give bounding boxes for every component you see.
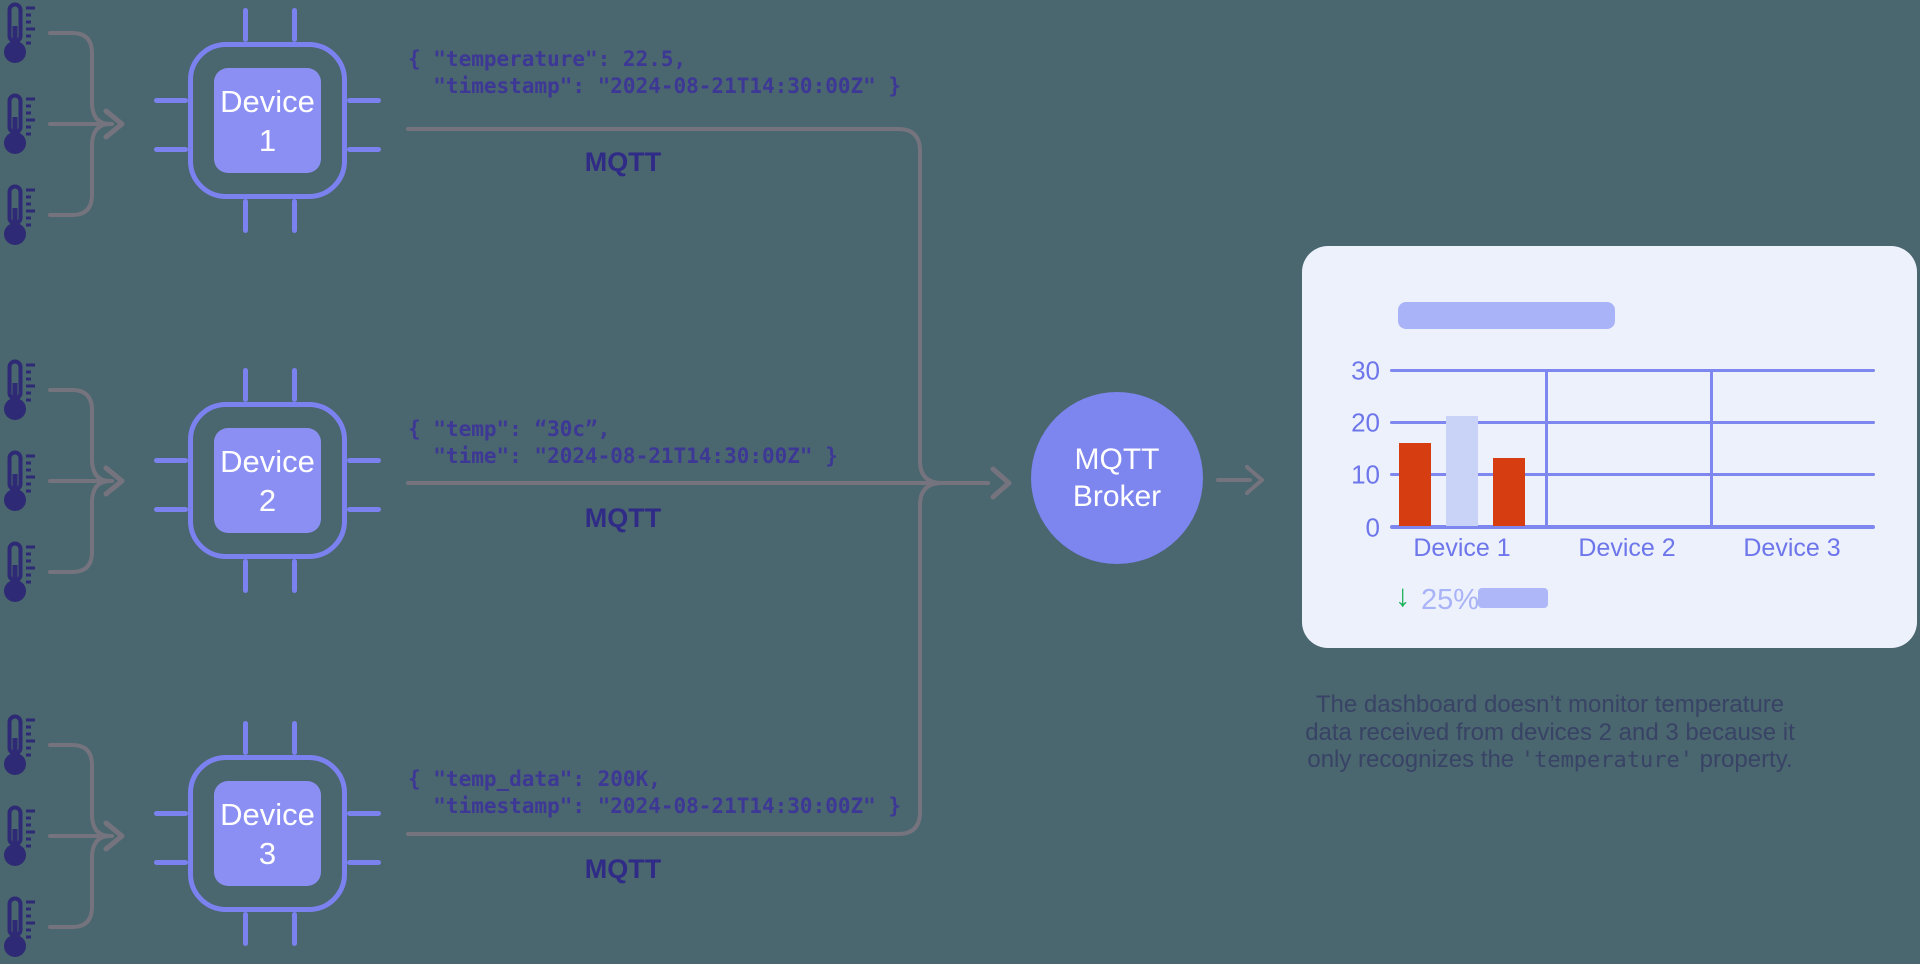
dashboard-title-placeholder <box>1398 302 1615 329</box>
chip-pin <box>347 860 381 865</box>
caption-line1: The dashboard doesn’t monitor temperatur… <box>1315 691 1785 718</box>
grid-divider <box>1710 370 1713 528</box>
sensor-merge-line <box>48 122 112 217</box>
y-tick-10: 10 <box>1351 459 1380 490</box>
chip-pin <box>154 507 188 512</box>
sensor-merge-line <box>48 31 112 126</box>
chip-pin <box>243 559 248 593</box>
device-1-body: Device 1 <box>214 68 321 173</box>
chip-pin <box>347 811 381 816</box>
gridline-20 <box>1390 421 1875 424</box>
x-label-device-3: Device 3 <box>1743 534 1841 562</box>
grid-divider <box>1545 370 1548 528</box>
chip-pin <box>292 559 297 593</box>
chip-pin <box>243 199 248 233</box>
caption-line2: data received from devices 2 and 3 becau… <box>1305 718 1795 746</box>
sensor-merge-line <box>48 743 112 838</box>
thermometer-icon <box>4 896 35 957</box>
chip-pin <box>243 721 248 755</box>
mqtt-label-device2: MQTT <box>584 503 662 533</box>
chip-pin <box>292 199 297 233</box>
chip-pin <box>292 721 297 755</box>
mqtt-broker-node: MQTT Broker <box>1031 392 1203 564</box>
chip-pin <box>292 8 297 42</box>
mqtt-label-device1: MQTT <box>584 147 662 177</box>
caption-line3-prefix: only recognizes the <box>1307 746 1521 773</box>
arrowhead-icon <box>103 820 125 852</box>
arrowhead-icon <box>103 465 125 497</box>
device-1-chip: Device 1 <box>154 8 381 233</box>
chip-pin <box>154 811 188 816</box>
mqtt-label-device3: MQTT <box>584 854 662 884</box>
arrowhead-icon <box>103 108 125 140</box>
chip-pin <box>154 860 188 865</box>
mqtt-broker-label: MQTT Broker <box>1072 443 1162 513</box>
x-label-device-1: Device 1 <box>1413 534 1511 562</box>
device-2-payload: { "temp": “30c”, "time": "2024-08-21T14:… <box>408 417 838 468</box>
caption-code-temperature: 'temperature' <box>1520 748 1694 773</box>
device-2-chip: Device 2 <box>154 368 381 593</box>
bar-device-1-1 <box>1399 442 1431 526</box>
legend-change-pct: 25% <box>1421 584 1480 616</box>
gridline-30 <box>1390 369 1875 372</box>
thermometer-icon <box>4 93 35 154</box>
chip-pin <box>347 98 381 103</box>
device-3-chip: Device 3 <box>154 721 381 946</box>
chip-pin <box>347 507 381 512</box>
caption-line3-suffix: property. <box>1693 746 1793 773</box>
thermometer-icon <box>4 359 35 420</box>
caption: The dashboard doesn’t monitor temperatur… <box>1290 691 1810 775</box>
chip-pin <box>154 458 188 463</box>
device-3-payload: { "temp_data": 200K, "timestamp": "2024-… <box>408 767 902 818</box>
thermometer-icon <box>4 541 35 602</box>
chip-pin <box>243 368 248 402</box>
device-3-label: Device 3 <box>220 796 315 871</box>
sensor-merge-line <box>48 834 112 929</box>
bar-device-1-2 <box>1446 416 1478 526</box>
thermometer-icon <box>4 714 35 775</box>
chip-pin <box>347 458 381 463</box>
thermometer-icon <box>4 450 35 511</box>
device-1-payload: { "temperature": 22.5, "timestamp": "202… <box>408 47 902 98</box>
device-2-label: Device 2 <box>220 443 315 518</box>
chip-pin <box>154 98 188 103</box>
thermometer-icon <box>4 805 35 866</box>
sensor-merge-line <box>48 479 112 574</box>
x-label-device-2: Device 2 <box>1578 534 1676 562</box>
x-axis-line <box>1390 525 1875 529</box>
chip-pin <box>243 912 248 946</box>
y-tick-20: 20 <box>1351 407 1380 438</box>
chip-pin <box>243 8 248 42</box>
chip-pin <box>292 912 297 946</box>
sensor-merge-line <box>48 388 112 483</box>
thermometer-icon <box>4 2 35 63</box>
arrowhead-icon <box>1245 465 1264 495</box>
device-3-body: Device 3 <box>214 781 321 886</box>
arrowhead-icon <box>990 466 1012 500</box>
chip-pin <box>292 368 297 402</box>
thermometer-icon <box>4 184 35 245</box>
chip-pin <box>347 147 381 152</box>
device-2-body: Device 2 <box>214 428 321 533</box>
y-tick-0: 0 <box>1365 512 1380 542</box>
chip-pin <box>154 147 188 152</box>
mqtt-line-device3 <box>406 481 990 836</box>
decrease-arrow-icon: ↓ <box>1395 578 1411 613</box>
gridline-10 <box>1390 473 1875 476</box>
y-tick-30: 30 <box>1351 355 1380 386</box>
legend-swatch <box>1478 588 1548 608</box>
device-1-label: Device 1 <box>220 83 315 158</box>
bar-device-1-3 <box>1493 458 1525 526</box>
dashboard-card: 30 20 10 0 Device 1 Device 2 Device 3 ↓ 25% <box>1302 246 1917 648</box>
